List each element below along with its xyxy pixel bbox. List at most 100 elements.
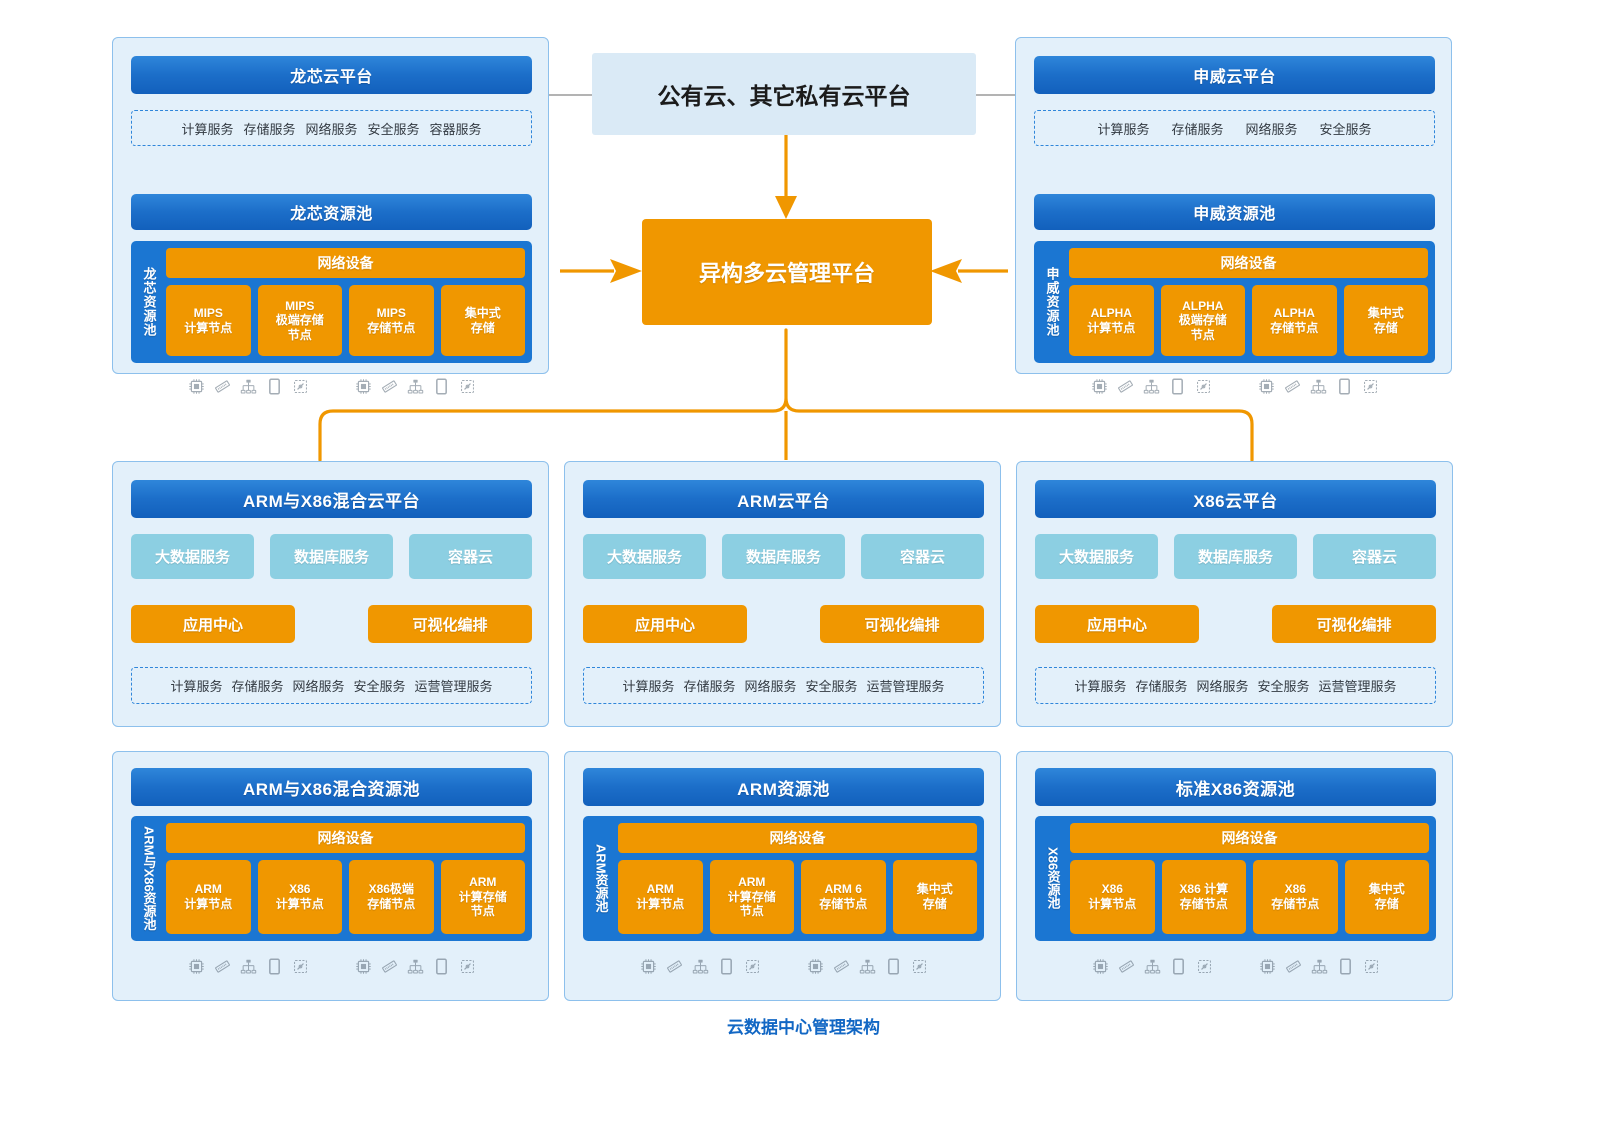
node-card[interactable]: 集中式 存储 <box>1343 285 1428 356</box>
node-card[interactable]: 集中式 存储 <box>892 860 977 934</box>
public-cloud-label: 公有云、其它私有云平台 <box>657 83 911 109</box>
service-chip[interactable]: 容器云 <box>409 534 532 579</box>
service-label: 存储服务 <box>683 679 736 694</box>
service-chip[interactable]: 数据库服务 <box>270 534 393 579</box>
services-dashed-box: 计算服务 存储服务 网络服务 安全服务 容器服务 <box>131 110 532 146</box>
service-label: 网络服务 <box>292 679 345 694</box>
network-device-bar: 网络设备 <box>618 823 977 853</box>
service-chip-label: 大数据服务 <box>606 549 682 566</box>
network-tree-icon <box>859 958 876 975</box>
hardware-icon-group <box>1091 378 1212 395</box>
pool-panel-title-bar: ARM资源池 <box>583 768 984 806</box>
hardware-icon-strip <box>1034 368 1435 404</box>
hardware-icon-strip <box>1035 947 1436 985</box>
service-chip[interactable]: 大数据服务 <box>583 534 706 579</box>
node-card[interactable]: X86 计算节点 <box>257 860 342 934</box>
node-line: 节点 <box>1190 327 1215 342</box>
node-card[interactable]: ARM 计算节点 <box>166 860 251 934</box>
resource-pool-body: 网络设备 ALPHA 计算节点 ALPHA 极端存储 节点 ALPHA 存储节点 <box>1069 248 1428 356</box>
node-line: 计算存储 <box>727 889 776 904</box>
disk-fan-icon <box>1362 378 1379 395</box>
node-card[interactable]: X86 计算 存储节点 <box>1161 860 1246 934</box>
node-row: X86 计算节点 X86 计算 存储节点 X86 存储节点 集中式 存储 <box>1070 860 1429 934</box>
service-label: 存储服务 <box>231 679 284 694</box>
service-chip-row: 大数据服务 数据库服务 容器云 <box>1035 534 1436 579</box>
node-card[interactable]: ARM 计算存储 节点 <box>440 860 525 934</box>
hardware-icon-group <box>807 958 928 975</box>
resource-pool-body: 网络设备 MIPS 计算节点 MIPS 极端存储 节点 MIPS 存储节点 <box>166 248 525 356</box>
node-line: 存储节点 <box>1271 897 1320 911</box>
memory-module-icon <box>666 958 683 975</box>
node-card[interactable]: X86 存储节点 <box>1253 860 1338 934</box>
cloud-panel-title-bar: X86云平台 <box>1035 480 1436 518</box>
service-chip[interactable]: 容器云 <box>861 534 984 579</box>
node-card[interactable]: X86极端 存储节点 <box>349 860 434 934</box>
memory-module-icon <box>1117 378 1134 395</box>
node-line: 存储 <box>1373 320 1398 335</box>
resource-pool-container: 申威资源池 网络设备 ALPHA 计算节点 ALPHA 极端存储 节点 <box>1034 241 1435 363</box>
node-card[interactable]: ARM 6 存储节点 <box>801 860 886 934</box>
node-line: 集中式 <box>464 305 501 320</box>
node-line: 计算节点 <box>1087 320 1136 335</box>
service-label: 安全服务 <box>1257 679 1310 694</box>
orchestration-button[interactable]: 可视化编排 <box>1272 605 1436 643</box>
service-chip-label: 数据库服务 <box>745 549 821 566</box>
resource-pool-side-label: ARM与X86资源池 <box>141 826 157 931</box>
service-label: 安全服务 <box>353 679 406 694</box>
node-line: 集中式 <box>1367 305 1404 320</box>
resource-pool-side-label: X86资源池 <box>1045 847 1061 910</box>
node-line: X86 计算 <box>1179 882 1229 897</box>
node-card[interactable]: ARM 计算存储 节点 <box>709 860 794 934</box>
orchestration-button[interactable]: 可视化编排 <box>368 605 532 643</box>
hardware-icon-strip <box>583 947 984 985</box>
node-line: MIPS <box>193 305 223 320</box>
pool-panel-title: 标准X86资源池 <box>1175 779 1296 799</box>
node-line: X86 <box>289 882 311 897</box>
service-label: 运营管理服务 <box>414 679 493 694</box>
memory-module-icon <box>381 958 398 975</box>
node-card[interactable]: ARM 计算节点 <box>618 860 703 934</box>
node-card[interactable]: X86 计算节点 <box>1070 860 1155 934</box>
node-card[interactable]: MIPS 极端存储 节点 <box>257 285 342 356</box>
tablet-device-icon <box>885 958 902 975</box>
service-label: 计算服务 <box>1097 121 1150 137</box>
node-card[interactable]: ALPHA 计算节点 <box>1069 285 1154 356</box>
service-chip[interactable]: 数据库服务 <box>1174 534 1297 579</box>
network-tree-icon <box>692 958 709 975</box>
disk-fan-icon <box>744 958 761 975</box>
resource-pool-container: ARM资源池 网络设备 ARM 计算节点 ARM 计算存储 节点 <box>583 816 984 941</box>
service-chip[interactable]: 数据库服务 <box>722 534 845 579</box>
memory-module-icon <box>1285 958 1302 975</box>
cpu-chip-icon <box>1258 378 1275 395</box>
service-label: 运营管理服务 <box>1318 679 1397 694</box>
cloud-panel-title: ARM云平台 <box>737 491 830 511</box>
app-center-button[interactable]: 应用中心 <box>583 605 747 643</box>
heterogeneous-multicloud-mgmt-box[interactable]: 异构多云管理平台 <box>642 219 932 325</box>
node-card[interactable]: MIPS 计算节点 <box>166 285 251 356</box>
node-card[interactable]: MIPS 存储节点 <box>349 285 434 356</box>
node-line: 计算节点 <box>184 897 233 911</box>
network-tree-icon <box>407 378 424 395</box>
resource-pool-body: 网络设备 ARM 计算节点 X86 计算节点 X86极端 存储节点 <box>166 823 525 934</box>
node-card[interactable]: 集中式 存储 <box>1344 860 1429 934</box>
app-center-button[interactable]: 应用中心 <box>1035 605 1199 643</box>
memory-module-icon <box>381 378 398 395</box>
service-chip[interactable]: 容器云 <box>1313 534 1436 579</box>
node-card[interactable]: ALPHA 存储节点 <box>1252 285 1337 356</box>
node-line: X86极端 <box>368 882 414 897</box>
hardware-icon-strip <box>131 368 532 404</box>
node-line: 存储 <box>922 897 947 911</box>
node-card[interactable]: 集中式 存储 <box>440 285 525 356</box>
node-line: ALPHA <box>1182 298 1224 313</box>
tablet-device-icon <box>1170 958 1187 975</box>
disk-fan-icon <box>911 958 928 975</box>
hardware-icon-group <box>1092 958 1213 975</box>
service-label: 网络服务 <box>1245 121 1298 137</box>
service-chip[interactable]: 大数据服务 <box>1035 534 1158 579</box>
node-card[interactable]: ALPHA 极端存储 节点 <box>1160 285 1245 356</box>
service-chip[interactable]: 大数据服务 <box>131 534 254 579</box>
tablet-device-icon <box>1169 378 1186 395</box>
cloud-panel-title: X86云平台 <box>1193 491 1278 511</box>
orchestration-button[interactable]: 可视化编排 <box>820 605 984 643</box>
app-center-button[interactable]: 应用中心 <box>131 605 295 643</box>
